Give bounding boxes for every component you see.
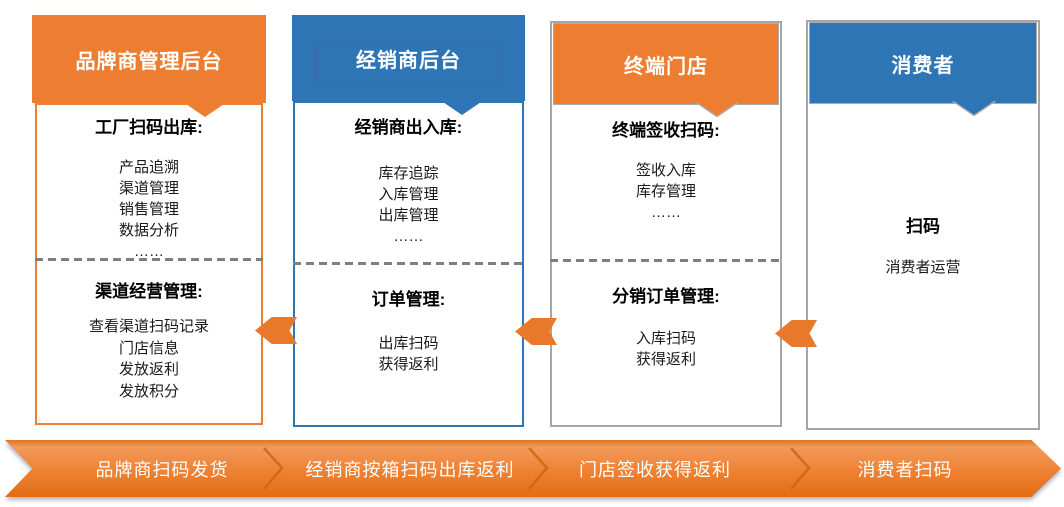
section-items: 签收入库 库存管理 …… <box>550 160 782 223</box>
dashed-divider <box>35 258 263 261</box>
header-pointer-icon <box>183 102 227 117</box>
header-textbox-outline <box>316 45 502 82</box>
list-item: 门店信息 <box>118 339 179 357</box>
section-title: 工厂扫码出库: <box>95 118 203 137</box>
ellipsis-item: …… <box>651 204 681 221</box>
list-item: 库存追踪 <box>378 165 439 182</box>
column-brand-body: 工厂扫码出库: 产品追溯 渠道管理 销售管理 数据分析 …… 渠道经营管理: 查… <box>35 103 263 425</box>
list-item: 发放积分 <box>118 382 179 400</box>
list-item: 渠道管理 <box>118 180 179 197</box>
section-title: 渠道经营管理: <box>95 282 203 301</box>
process-banner-band: 品牌商扫码发货 经销商按箱扫码出库返利 门店签收获得返利 消费者扫码 <box>5 440 1061 497</box>
list-item: 出库管理 <box>378 207 439 224</box>
column-distributor-body: 经销商出入库: 库存追踪 入库管理 出库管理 …… 订单管理: 出库扫码 获得返… <box>293 101 524 427</box>
list-item: 获得返利 <box>378 356 439 373</box>
section-title: 扫码 <box>906 217 940 236</box>
list-item: 产品追溯 <box>118 159 179 176</box>
banner-separator-chevron-icon <box>263 447 284 490</box>
column-consumer: 扫码 消费者运营 消费者 <box>806 20 1040 430</box>
column-store: 终端签收扫码: 签收入库 库存管理 …… 分销订单管理: 入库扫码 获得返利 终… <box>550 21 782 427</box>
list-item: 获得返利 <box>635 351 696 368</box>
dashed-divider <box>550 259 782 262</box>
list-item: 销售管理 <box>118 201 179 218</box>
section-items: 出库扫码 获得返利 <box>295 333 522 375</box>
column-header: 经销商后台 <box>292 15 525 101</box>
banner-separator-chevron-icon <box>790 447 811 490</box>
banner-segment: 消费者扫码 <box>857 459 953 480</box>
section-title: 订单管理: <box>371 290 446 309</box>
list-item: 查看渠道扫码记录 <box>88 318 209 335</box>
list-item: 数据分析 <box>118 222 179 239</box>
section-items: 消费者运营 <box>806 257 1040 278</box>
column-header: 消费者 <box>809 22 1037 104</box>
header-pointer-icon <box>952 101 996 117</box>
section-items: 查看渠道扫码记录 门店信息 发放返利 发放积分 <box>37 316 261 402</box>
banner-segment: 品牌商扫码发货 <box>95 459 229 480</box>
section-title: 终端签收扫码: <box>612 121 720 140</box>
section-title: 经销商出入库: <box>354 118 463 137</box>
column-brand: 工厂扫码出库: 产品追溯 渠道管理 销售管理 数据分析 …… 渠道经营管理: 查… <box>32 15 266 425</box>
column-header: 品牌商管理后台 <box>32 15 266 103</box>
column-header-label: 终端门店 <box>624 55 708 78</box>
column-header-label: 品牌商管理后台 <box>75 50 223 73</box>
process-banner: 品牌商扫码发货 经销商按箱扫码出库返利 门店签收获得返利 消费者扫码 <box>5 440 1061 497</box>
header-pointer-icon <box>440 100 484 115</box>
ellipsis-item: …… <box>393 228 424 245</box>
section-title: 分销订单管理: <box>612 287 720 306</box>
banner-segment: 经销商按箱扫码出库返利 <box>305 459 515 480</box>
list-item: 入库管理 <box>378 186 439 203</box>
column-distributor: 经销商出入库: 库存追踪 入库管理 出库管理 …… 订单管理: 出库扫码 获得返… <box>292 15 525 427</box>
list-item: 签收入库 <box>635 162 696 179</box>
list-item: 发放返利 <box>118 361 179 378</box>
column-header-label: 消费者 <box>891 54 955 77</box>
section-items: 入库扫码 获得返利 <box>550 328 782 370</box>
list-item: 入库扫码 <box>635 330 696 347</box>
list-item: 出库扫码 <box>378 335 439 352</box>
column-header-label: 经销商后台 <box>356 49 461 72</box>
ellipsis-item: …… <box>134 243 164 260</box>
banner-segment: 门店签收获得返利 <box>579 459 731 480</box>
column-header: 终端门店 <box>553 23 779 105</box>
header-pointer-icon <box>695 102 739 118</box>
list-item: 库存管理 <box>635 183 696 200</box>
section-items: 产品追溯 渠道管理 销售管理 数据分析 …… <box>37 157 261 262</box>
banner-separator-chevron-icon <box>528 447 549 490</box>
list-item: 消费者运营 <box>885 259 961 276</box>
dashed-divider <box>293 262 524 265</box>
section-items: 库存追踪 入库管理 出库管理 …… <box>295 163 522 247</box>
